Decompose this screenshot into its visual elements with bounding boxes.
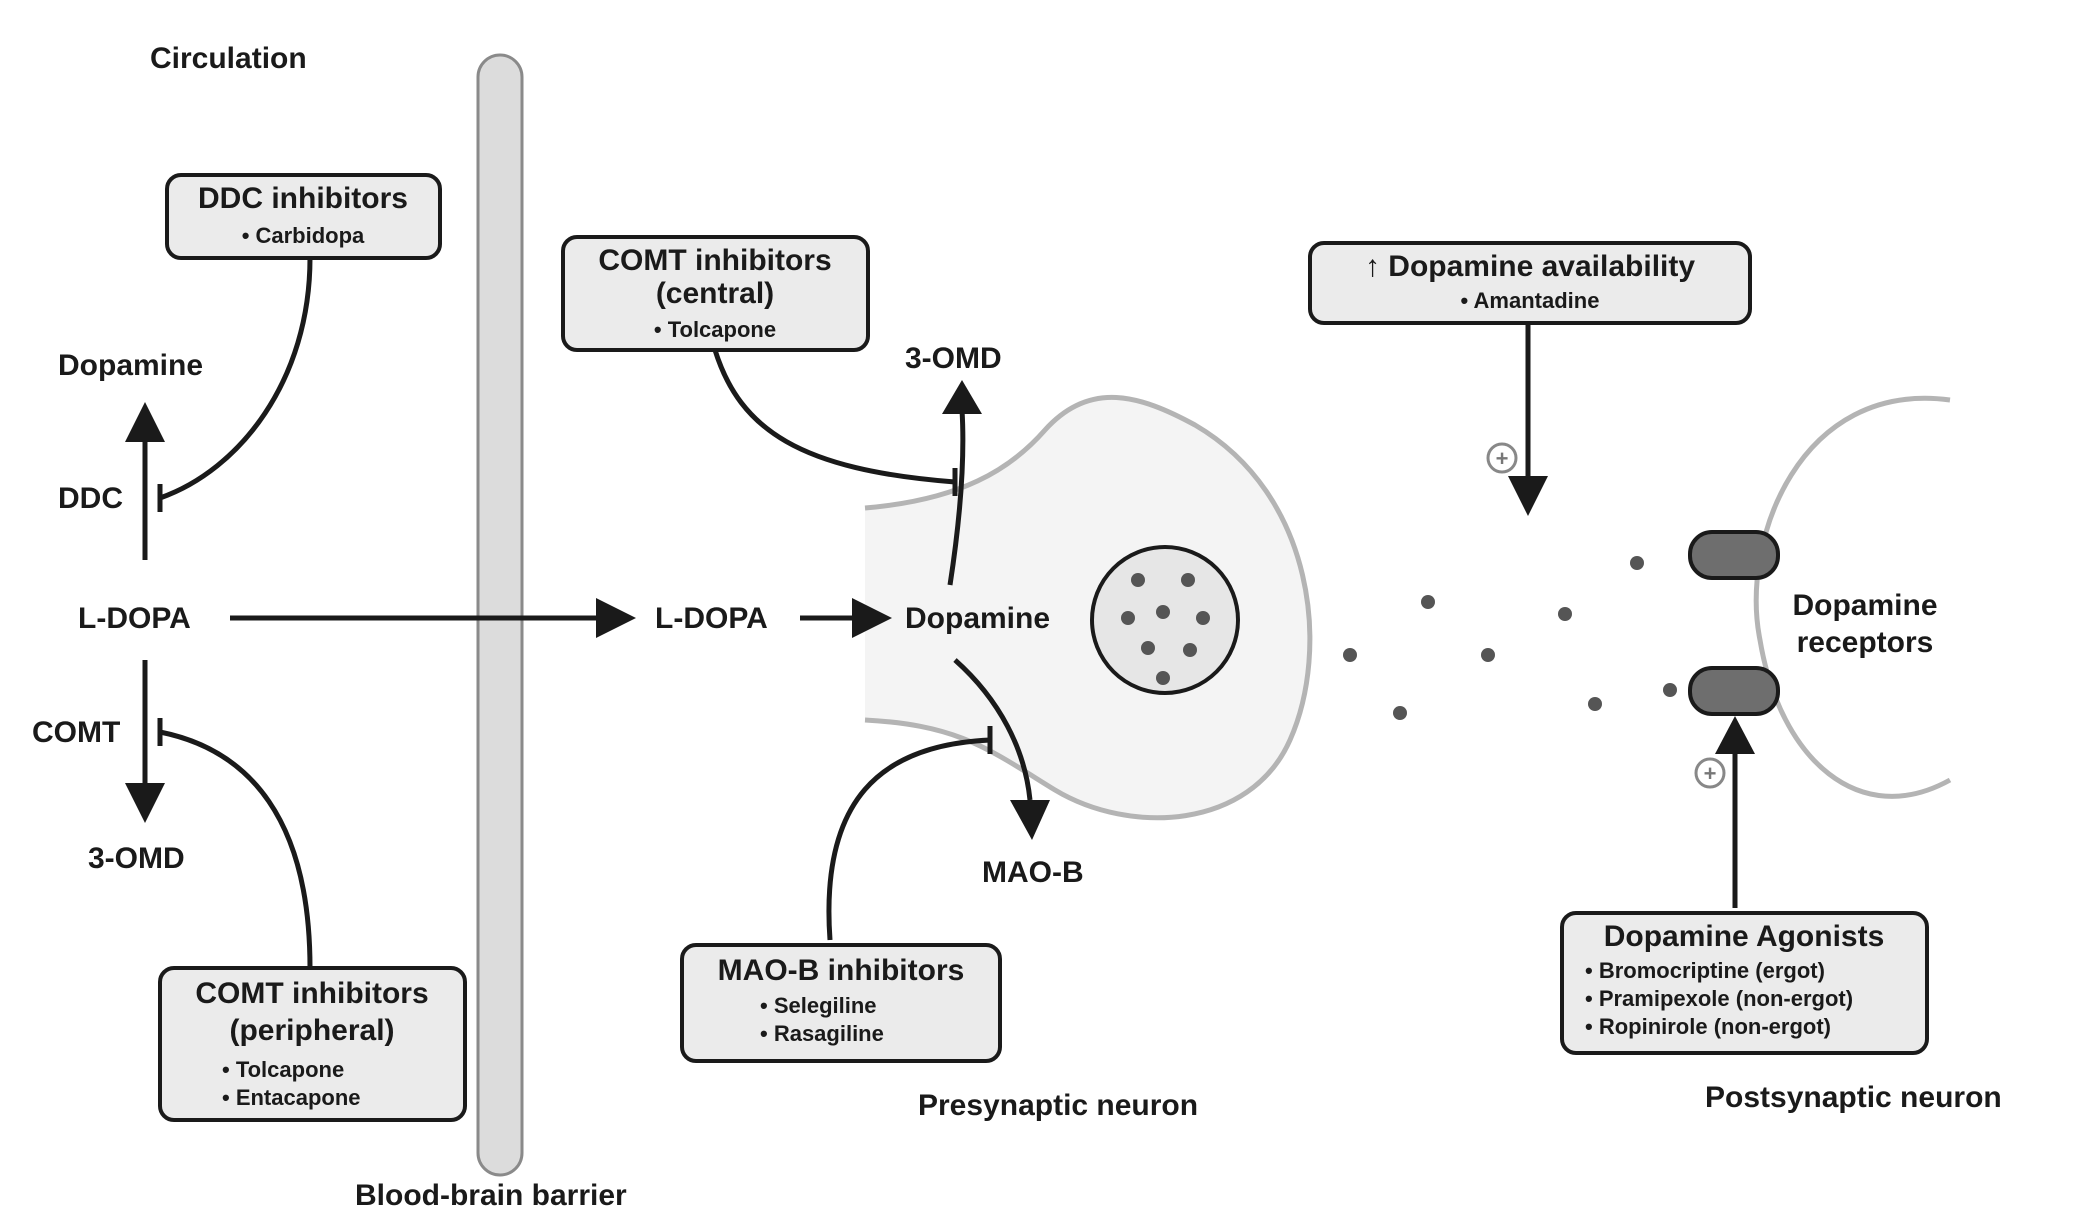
amantadine-plus-icon: +	[1486, 442, 1518, 474]
ldopa-transport-arrowhead	[596, 598, 636, 638]
comt-peripheral-box: COMT inhibitors (peripheral) • Tolcapone…	[158, 966, 467, 1122]
dopamine-receptor-upper	[1688, 530, 1780, 580]
tolcapone-central-item: • Tolcapone	[654, 317, 776, 342]
tolcapone-peripheral-item: • Tolcapone	[222, 1057, 344, 1082]
agonist-plus-icon: +	[1694, 757, 1726, 789]
bromocriptine-item: • Bromocriptine (ergot)	[1585, 958, 1825, 983]
selegiline-item: • Selegiline	[760, 993, 877, 1018]
comt-central-box: COMT inhibitors (central) • Tolcapone	[561, 235, 870, 352]
svg-text:+: +	[1704, 761, 1717, 786]
peripheral-ldopa-label: L-DOPA	[78, 602, 191, 635]
comt-central-subtitle: (central)	[656, 277, 774, 310]
receptors-label-line1: Dopamine	[1792, 589, 1937, 622]
svg-text:+: +	[1496, 446, 1509, 471]
maob-inhibitors-title: MAO-B inhibitors	[718, 954, 965, 987]
dopamine-to-3omd-arrowhead	[942, 380, 982, 414]
dopamine-agonists-box: Dopamine Agonists • Bromocriptine (ergot…	[1560, 911, 1929, 1055]
agonist-arrowhead	[1715, 716, 1755, 754]
rasagiline-item: • Rasagiline	[760, 1021, 884, 1046]
maob-inhibition-curve	[826, 737, 991, 941]
receptors-label-line2: receptors	[1797, 626, 1934, 659]
maob-label: MAO-B	[982, 856, 1084, 889]
dopamine-to-3omd-curve	[947, 409, 966, 586]
ropinirole-item: • Ropinirole (non-ergot)	[1585, 1014, 1831, 1039]
comt-central-inhibition-curve	[712, 349, 956, 485]
maob-inhibitors-box: MAO-B inhibitors • Selegiline • Rasagili…	[680, 943, 1002, 1063]
ddc-label: DDC	[58, 482, 123, 515]
vesicle-dopamine-dots	[1121, 573, 1210, 685]
ddc-inhibitors-box: DDC inhibitors • Carbidopa	[165, 173, 442, 260]
presynaptic-membrane	[864, 395, 1313, 821]
dopamine-availability-box: ↑ Dopamine availability • Amantadine	[1308, 241, 1752, 325]
dopamine-availability-title: ↑ Dopamine availability	[1365, 250, 1695, 283]
pramipexole-item: • Pramipexole (non-ergot)	[1585, 986, 1853, 1011]
dopamine-to-maob-curve	[953, 658, 1033, 801]
dopamine-to-maob-arrowhead	[1010, 800, 1050, 840]
ldopa-to-dopamine-arrowhead	[852, 598, 892, 638]
presynaptic-terminal-fill	[865, 397, 1310, 818]
central-dopamine-label: Dopamine	[905, 602, 1050, 635]
synaptic-vesicle	[1090, 545, 1240, 695]
ddc-inhibitors-title: DDC inhibitors	[198, 182, 408, 215]
dopamine-receptor-lower	[1688, 666, 1780, 716]
peripheral-3omd-label: 3-OMD	[88, 842, 185, 875]
comt-label: COMT	[32, 716, 120, 749]
circulation-label: Circulation	[150, 42, 307, 75]
ddc-arrowhead	[125, 402, 165, 442]
comt-peripheral-title: COMT inhibitors	[195, 977, 428, 1010]
central-ldopa-label: L-DOPA	[655, 602, 768, 635]
dopamine-agonists-title: Dopamine Agonists	[1604, 920, 1885, 953]
blood-brain-barrier	[476, 53, 524, 1177]
central-3omd-label: 3-OMD	[905, 342, 1002, 375]
presynaptic-neuron-label: Presynaptic neuron	[918, 1089, 1198, 1122]
peripheral-dopamine-label: Dopamine	[58, 349, 203, 382]
entacapone-item: • Entacapone	[222, 1085, 361, 1110]
ddc-inhibition-curve	[159, 257, 313, 501]
comt-central-title: COMT inhibitors	[598, 244, 831, 277]
postsynaptic-neuron-label: Postsynaptic neuron	[1705, 1081, 2002, 1114]
blood-brain-barrier-label: Blood-brain barrier	[355, 1179, 627, 1212]
comt-peripheral-subtitle: (peripheral)	[229, 1014, 394, 1047]
carbidopa-item: • Carbidopa	[242, 223, 365, 248]
postsynaptic-membrane	[1753, 395, 1952, 799]
comt-peripheral-inhibition-curve	[159, 729, 313, 969]
comt-arrowhead	[125, 783, 165, 823]
amantadine-arrowhead	[1508, 476, 1548, 516]
amantadine-item: • Amantadine	[1461, 288, 1600, 313]
synaptic-cleft-dopamine	[1343, 556, 1677, 720]
